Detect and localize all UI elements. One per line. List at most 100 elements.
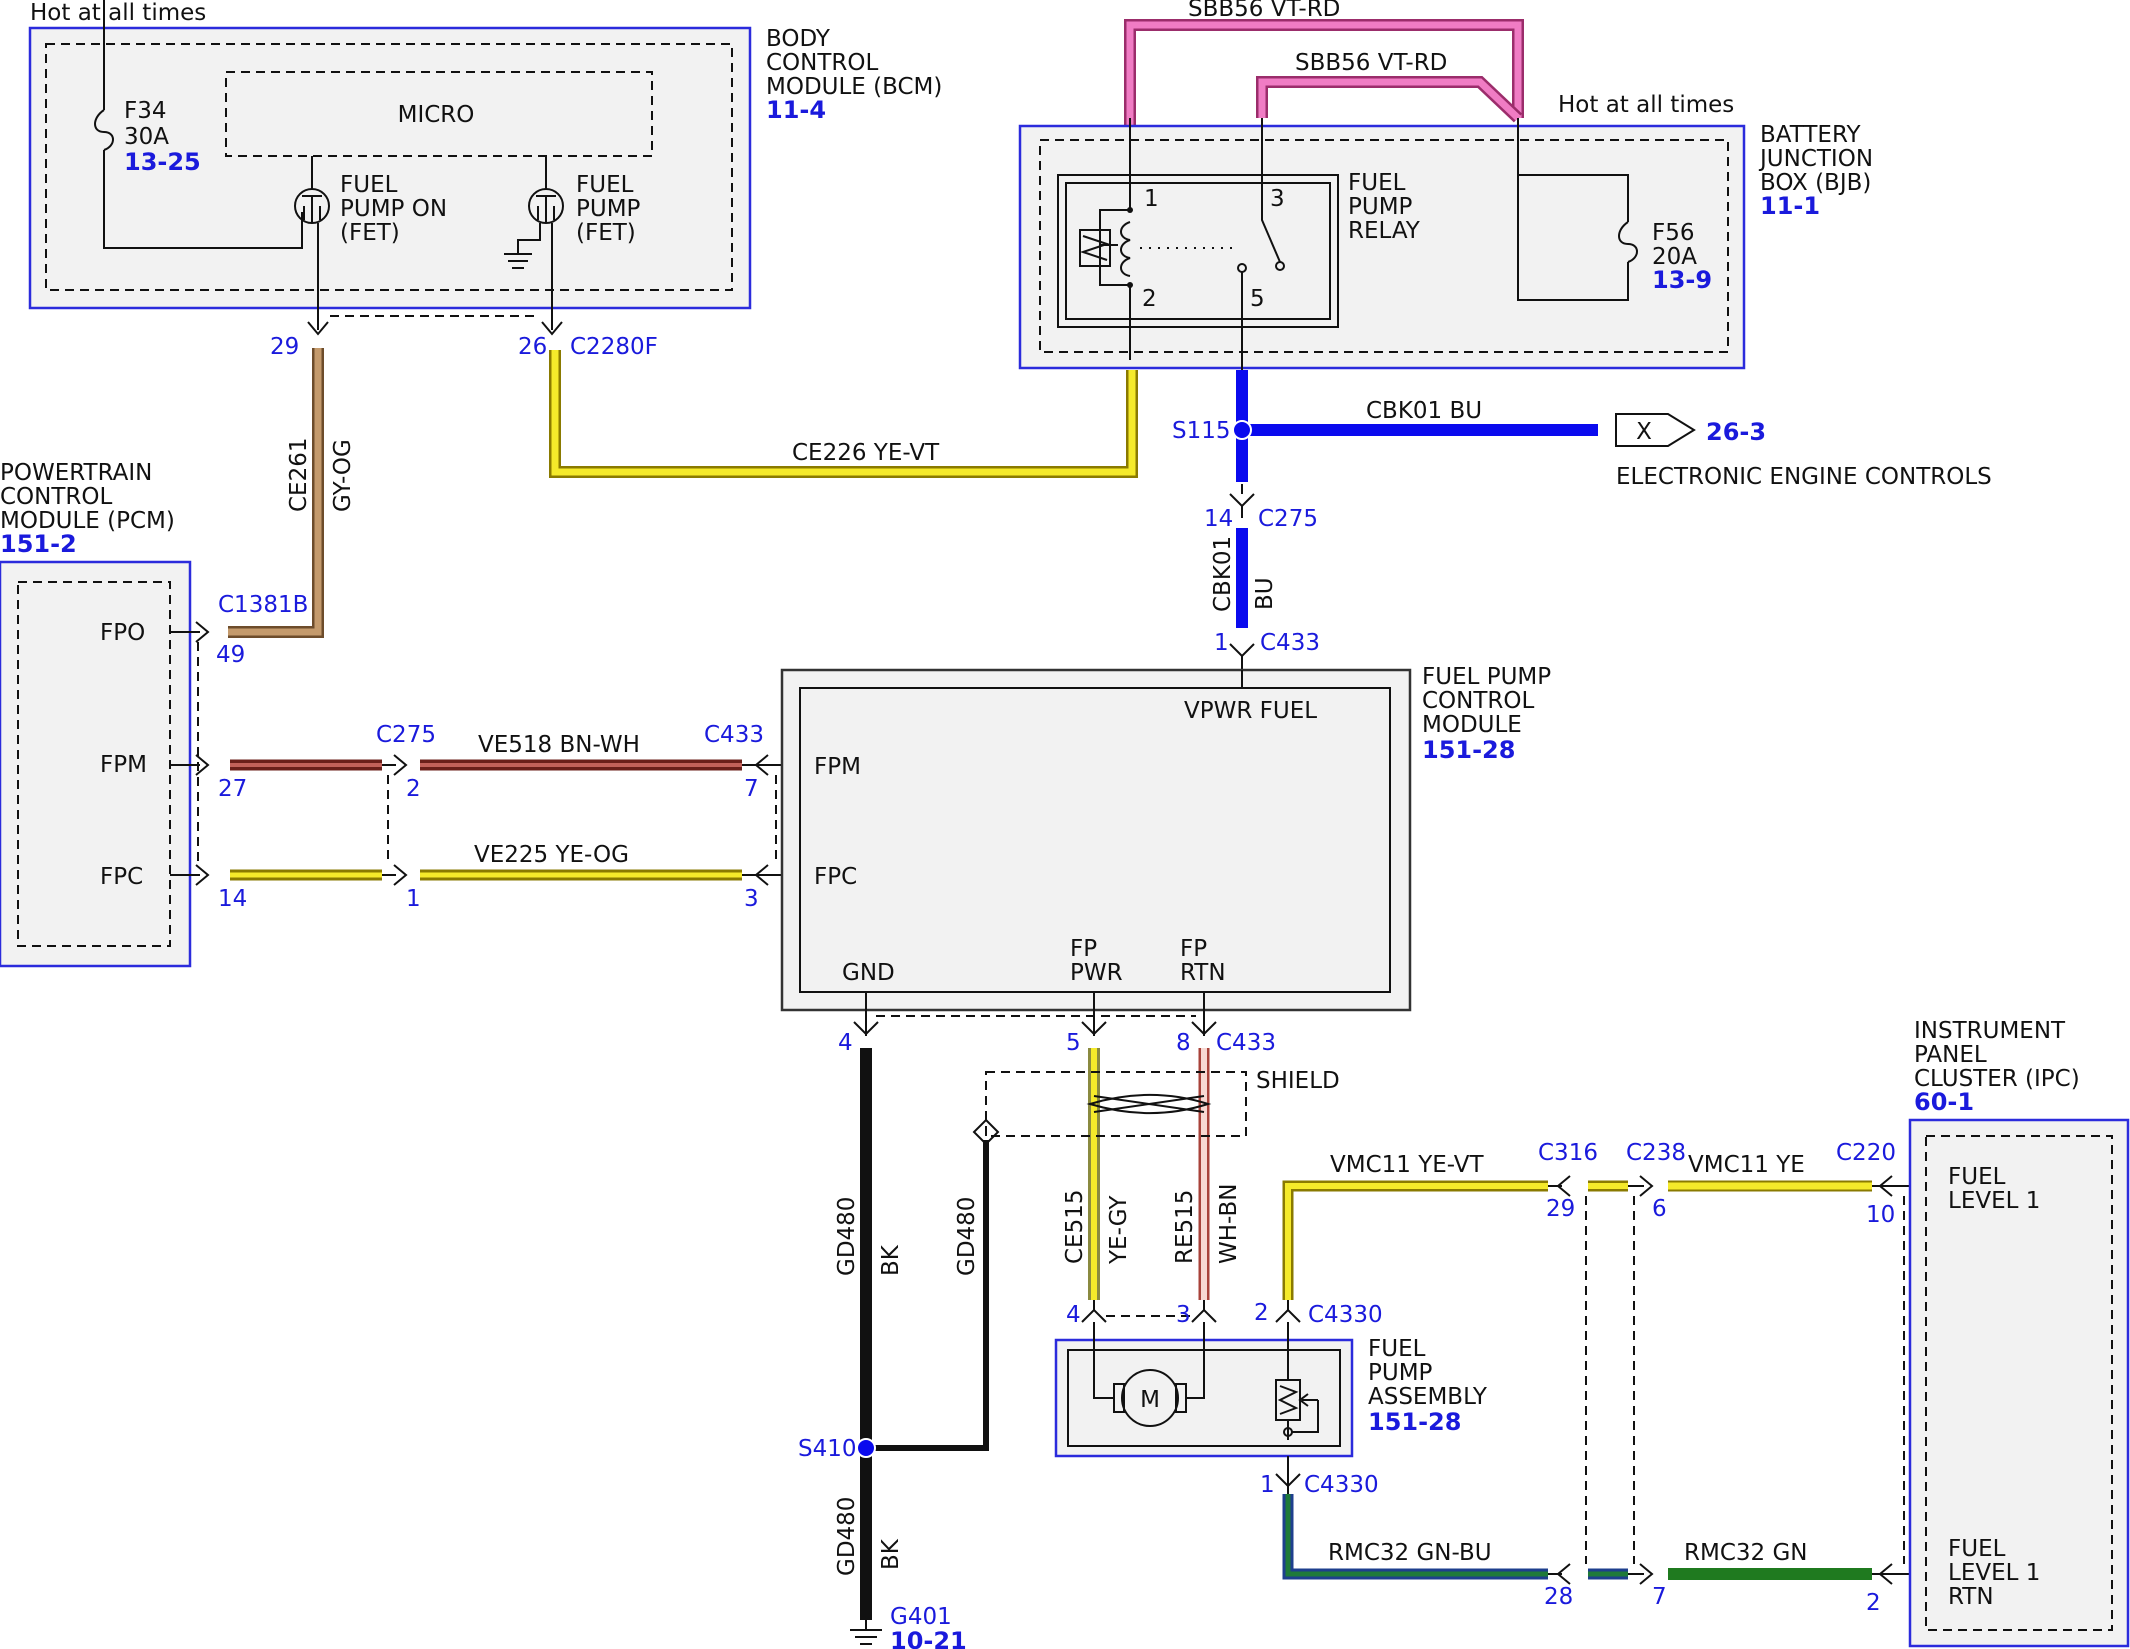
relay-pin-1: 1 [1144, 186, 1159, 212]
wire-cbk01-v-id: CBK01 [1210, 536, 1236, 612]
fpa-pin-2: 2 [1254, 1300, 1269, 1326]
ipc-fuel-level-1: FUEL LEVEL 1 [1948, 1164, 2040, 1214]
bcm-ref[interactable]: 11-4 [766, 96, 826, 124]
connectors-c316-c238-c220: C316 29 28 C238 6 7 C220 10 2 [1538, 1140, 1926, 1616]
c220-label: C220 [1836, 1140, 1896, 1166]
rtn-pin: 8 [1176, 1030, 1191, 1056]
shield-drain-icon [972, 1118, 1000, 1146]
wire-gd480-b-color: BK [878, 1538, 904, 1570]
wire-gd480-shield-label: GD480 [954, 1197, 980, 1276]
fpa-name: FUEL PUMP ASSEMBLY [1368, 1336, 1488, 1410]
shield: SHIELD [972, 1068, 1340, 1146]
motor-label: M [1140, 1387, 1160, 1413]
bjb-name: BATTERY JUNCTION BOX (BJB) [1758, 122, 1880, 196]
relay-label: FUEL PUMP RELAY [1348, 170, 1421, 244]
c275-top-label: C275 [1258, 506, 1318, 532]
bjb-ref[interactable]: 11-1 [1760, 192, 1820, 220]
ground-g401-ref[interactable]: 10-21 [890, 1627, 967, 1649]
ground-icon [850, 1620, 882, 1645]
shield-twist-icon [1086, 1094, 1212, 1114]
fpa-pin-3: 3 [1176, 1302, 1191, 1328]
bcm-micro-box [225, 71, 653, 157]
sbb56-outer-label: SBB56 VT-RD [1188, 0, 1340, 22]
c316-pin-top: 29 [1546, 1196, 1575, 1222]
c275-top-pin: 14 [1204, 506, 1233, 532]
hot-at-all-times-bcm: Hot at all times [30, 0, 206, 26]
fpcm-vpwr: VPWR FUEL [1184, 698, 1317, 724]
relay-coil-resistor-icon [1079, 229, 1111, 267]
eec-ref[interactable]: 26-3 [1706, 418, 1766, 446]
c316-label: C316 [1538, 1140, 1598, 1166]
fuse-f56-icon [1618, 221, 1638, 263]
pcm-fpo: FPO [100, 620, 145, 646]
pcm-outline [0, 560, 192, 968]
c433-mid-label: C433 [704, 722, 764, 748]
sbb56-inner-label: SBB56 VT-RD [1295, 50, 1447, 76]
wire-gd480-a-id: GD480 [834, 1197, 860, 1276]
fpa-ref[interactable]: 151-28 [1368, 1408, 1461, 1436]
fpa-pin-1: 1 [1260, 1472, 1275, 1498]
ipc-outline [1908, 1118, 2130, 1648]
fpcm-fp-pwr: FP PWR [1070, 936, 1123, 986]
connector-c275-c433-mid: C275 2 1 C433 7 3 VE518 BN-WH VE225 YE-O… [376, 722, 800, 912]
relay-pin-5: 5 [1250, 286, 1265, 312]
wire-sbb56-inner [1256, 76, 1523, 123]
shield-label: SHIELD [1256, 1068, 1340, 1094]
c4330-bot-label: C4330 [1304, 1472, 1379, 1498]
c238-pin-bot: 7 [1652, 1584, 1667, 1610]
gnd-pin: 4 [838, 1030, 853, 1056]
eec-label: ELECTRONIC ENGINE CONTROLS [1616, 464, 1992, 490]
wire-cbk01-label: CBK01 BU [1366, 398, 1482, 424]
bcm-micro-label: MICRO [398, 102, 475, 128]
fuse-f34-amp: 30A [124, 124, 169, 150]
c4330-top-label: C4330 [1308, 1302, 1383, 1328]
relay-pin-2: 2 [1142, 286, 1157, 312]
eec-symbol: X [1636, 419, 1652, 445]
relay-pin-3: 3 [1270, 186, 1285, 212]
ipc-ref[interactable]: 60-1 [1914, 1088, 1974, 1116]
fuse-f34-ref[interactable]: 13-25 [124, 148, 201, 176]
ipc-fuel-level-1-rtn: FUEL LEVEL 1 RTN [1948, 1536, 2048, 1610]
wire-vmc11-a [1282, 1180, 1548, 1300]
fpcm-fpm: FPM [814, 754, 861, 780]
c1381b-pin: 49 [216, 642, 245, 668]
pwr-pin: 5 [1066, 1030, 1081, 1056]
fpcm-fpc: FPC [814, 864, 857, 890]
splice-s410-dot [856, 1438, 876, 1458]
fpm-pin-pcm: 27 [218, 776, 247, 802]
fuel-pump-motor-icon [1121, 1369, 1179, 1427]
fpc-pin-pcm: 14 [218, 886, 247, 912]
c1381b-label: C1381B [218, 592, 308, 618]
splice-s410-label: S410 [798, 1436, 857, 1462]
relay-coil-icon [1120, 221, 1131, 277]
wire-re515-id: RE515 [1172, 1190, 1198, 1264]
wire-re515-color: WH-BN [1216, 1184, 1242, 1265]
ground-g401-label: G401 [890, 1604, 952, 1630]
wire-ce261-id: CE261 [286, 438, 312, 513]
bcm-pin-26: 26 [518, 334, 547, 360]
wire-rmc32-b-label: RMC32 GN [1684, 1540, 1808, 1566]
wires [228, 19, 1872, 1620]
fpm-pin-c275: 2 [406, 776, 421, 802]
c316-pin-bot: 28 [1544, 1584, 1573, 1610]
relay-switch-icon [1241, 118, 1281, 370]
wire-vmc11-b-label: VMC11 YE [1688, 1152, 1805, 1178]
pcm-fpm: FPM [100, 752, 147, 778]
c433-bottom-label: C433 [1216, 1030, 1276, 1056]
wire-gd480-a-color: BK [878, 1244, 904, 1276]
hot-at-all-times-bjb: Hot at all times [1558, 92, 1734, 118]
fpc-pin-c275: 1 [406, 886, 421, 912]
wire-ce515-id: CE515 [1062, 1190, 1088, 1265]
pcm-ref[interactable]: 151-2 [0, 530, 77, 558]
c433-top-pin: 1 [1214, 630, 1229, 656]
c238-pin-top: 6 [1652, 1196, 1667, 1222]
wire-ce261-color: GY-OG [330, 439, 356, 512]
fpcm-ref[interactable]: 151-28 [1422, 736, 1515, 764]
wire-ve225-label: VE225 YE-OG [474, 842, 629, 868]
fpcm-name: FUEL PUMP CONTROL MODULE [1422, 664, 1558, 738]
connector-c2280f: 29 26 C2280F [270, 315, 658, 360]
bcm-pin-29: 29 [270, 334, 299, 360]
fuse-f34-id: F34 [124, 98, 167, 124]
fuse-f56-ref[interactable]: 13-9 [1652, 266, 1712, 294]
